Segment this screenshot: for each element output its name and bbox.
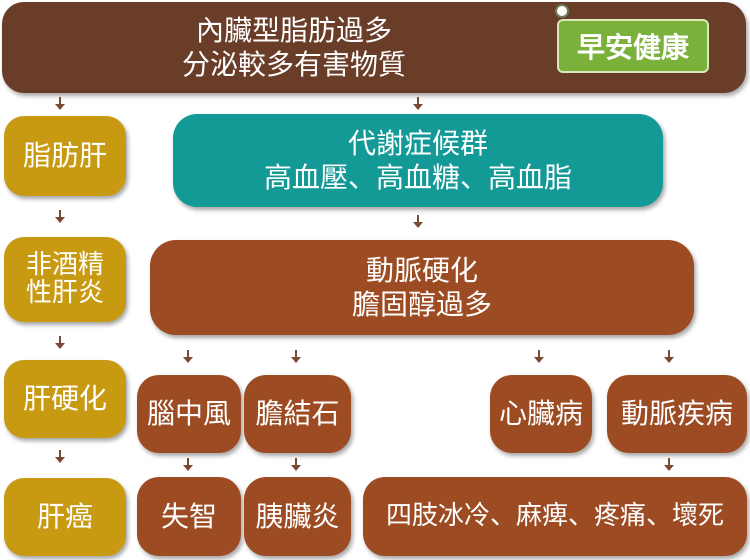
heart-disease-box: 心臟病 xyxy=(490,375,592,453)
atherosclerosis-line1: 動脈硬化 xyxy=(365,253,478,287)
stroke-box: 腦中風 xyxy=(137,375,241,453)
atherosclerosis-line2: 膽固醇過多 xyxy=(351,287,492,321)
dementia-label: 失智 xyxy=(160,499,217,533)
heart-disease-label: 心臟病 xyxy=(498,397,583,431)
arrow-down-icon xyxy=(663,350,675,364)
top-banner-line1: 內臟型脂肪過多 xyxy=(195,13,392,47)
cirrhosis-box: 肝硬化 xyxy=(4,360,126,438)
arrow-down-icon xyxy=(412,97,424,111)
brand-logo-text: 早安健康 xyxy=(576,31,689,64)
arrow-down-icon xyxy=(663,458,675,472)
cirrhosis-label: 肝硬化 xyxy=(22,382,107,416)
liver-cancer-box: 肝癌 xyxy=(4,478,126,556)
arrow-down-icon xyxy=(412,215,424,229)
limb-symptoms-box: 四肢冰冷、麻痺、疼痛、壞死 xyxy=(363,477,747,556)
gallstones-box: 膽結石 xyxy=(244,375,351,453)
brand-logo: 早安健康 xyxy=(557,19,709,73)
arrow-down-icon xyxy=(182,458,194,472)
arterial-disease-label: 動脈疾病 xyxy=(620,397,733,431)
atherosclerosis-box: 動脈硬化 膽固醇過多 xyxy=(150,240,694,335)
nafld-line2: 性肝炎 xyxy=(25,277,104,308)
pancreatitis-label: 胰臟炎 xyxy=(255,499,340,533)
dementia-box: 失智 xyxy=(137,477,241,556)
arterial-disease-box: 動脈疾病 xyxy=(607,375,747,453)
fatty-liver-box: 脂肪肝 xyxy=(4,116,126,196)
nafld-line1: 非酒精 xyxy=(25,250,104,281)
fatty-liver-label: 脂肪肝 xyxy=(22,139,107,173)
logo-tag-icon xyxy=(555,4,569,18)
liver-cancer-label: 肝癌 xyxy=(36,500,93,534)
stroke-label: 腦中風 xyxy=(146,397,231,431)
metabolic-line2: 高血壓、高血糖、高血脂 xyxy=(263,160,572,194)
arrow-down-icon xyxy=(290,458,302,472)
metabolic-line1: 代謝症候群 xyxy=(347,126,488,160)
arrow-down-icon xyxy=(54,336,66,350)
arrow-down-icon xyxy=(54,210,66,224)
pancreatitis-box: 胰臟炎 xyxy=(244,477,351,556)
nafld-box: 非酒精 性肝炎 xyxy=(4,237,126,322)
metabolic-syndrome-box: 代謝症候群 高血壓、高血糖、高血脂 xyxy=(173,114,663,207)
limb-symptoms-label: 四肢冰冷、麻痺、疼痛、壞死 xyxy=(385,500,724,531)
arrow-down-icon xyxy=(54,450,66,464)
top-banner-line2: 分泌較多有害物質 xyxy=(181,47,406,81)
arrow-down-icon xyxy=(533,350,545,364)
gallstones-label: 膽結石 xyxy=(255,397,340,431)
arrow-down-icon xyxy=(290,350,302,364)
arrow-down-icon xyxy=(182,350,194,364)
arrow-down-icon xyxy=(54,97,66,111)
